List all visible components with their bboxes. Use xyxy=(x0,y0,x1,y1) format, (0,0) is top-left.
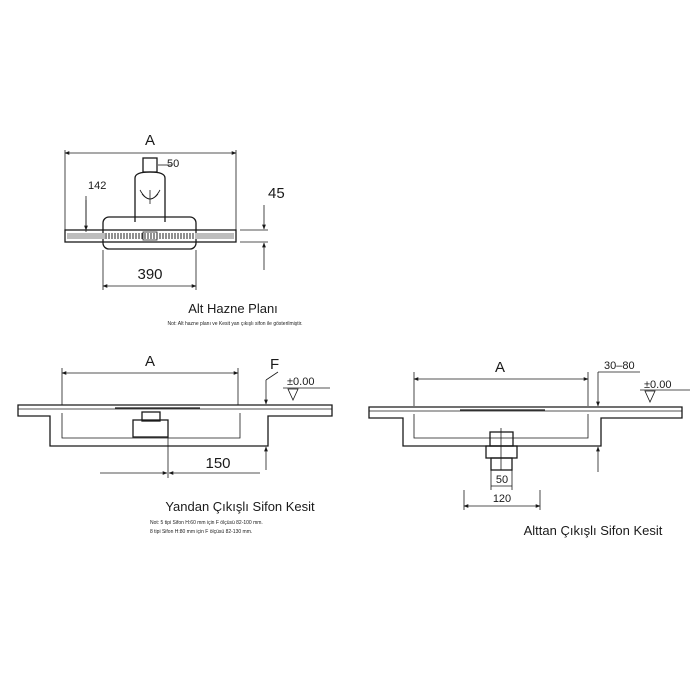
bottom-dimension-range: 30–80 xyxy=(596,360,640,472)
bottom-title: Alttan Çıkışlı Sifon Kesit xyxy=(524,523,663,538)
plan-dim-a-label: A xyxy=(145,132,155,149)
plan-channel xyxy=(64,229,237,243)
bottom-dim-range-label: 30–80 xyxy=(604,360,635,372)
plan-note: Not: Alt hazne planı ve Kesit yan çıkışl… xyxy=(167,321,302,327)
plan-dim-142-label: 142 xyxy=(88,180,106,192)
side-section-body xyxy=(17,404,333,447)
side-note-1: Not: 5 tipi Sifon H:60 mm için F ölçüsü … xyxy=(150,520,263,526)
plan-dim-45-label: 45 xyxy=(268,185,285,202)
side-dimension-f: F xyxy=(264,356,279,470)
plan-siphon-outline: 50 xyxy=(134,157,179,222)
bottom-dimension-50: 50 xyxy=(490,470,513,490)
bottom-dim-50-label: 50 xyxy=(496,474,508,486)
bottom-dim-120-label: 120 xyxy=(493,493,511,505)
plan-view: A 50 142 xyxy=(64,132,303,327)
bottom-level-label: ±0.00 xyxy=(644,379,671,391)
bottom-dimension-a: A xyxy=(413,359,589,406)
side-dimension-150: 150 xyxy=(100,437,260,478)
plan-dimension-390: 390 xyxy=(102,250,197,290)
bottom-level-marker: ±0.00 xyxy=(640,379,690,403)
side-level-marker: ±0.00 xyxy=(283,376,330,401)
side-note-2: 8 tipi Sifon H:80 mm için F ölçüsü 82-13… xyxy=(150,529,252,535)
plan-dimension-a: A xyxy=(64,132,237,232)
side-dim-a-label: A xyxy=(145,353,155,370)
plan-dim-50-label: 50 xyxy=(167,158,179,170)
side-dim-150-label: 150 xyxy=(205,455,230,472)
plan-dimension-142: 142 xyxy=(84,180,106,232)
side-section: A F ±0.00 150 Yandan Çıkışlı Sifon Kesit… xyxy=(17,353,333,535)
plan-dim-390-label: 390 xyxy=(137,266,162,283)
side-dimension-a: A xyxy=(61,353,239,405)
bottom-outlet-pipe xyxy=(485,428,518,471)
side-level-label: ±0.00 xyxy=(287,376,314,388)
side-title: Yandan Çıkışlı Sifon Kesit xyxy=(165,499,315,514)
plan-title: Alt Hazne Planı xyxy=(188,301,278,316)
bottom-dimension-120: 120 xyxy=(463,490,541,510)
plan-dimension-45: 45 xyxy=(240,185,285,270)
bottom-section-body xyxy=(368,406,683,447)
bottom-dim-a-label: A xyxy=(495,359,505,376)
side-siphon xyxy=(132,411,169,438)
bottom-section: A 30–80 ±0.00 50 120 Altt xyxy=(368,359,690,538)
side-dim-f-label: F xyxy=(270,356,279,373)
